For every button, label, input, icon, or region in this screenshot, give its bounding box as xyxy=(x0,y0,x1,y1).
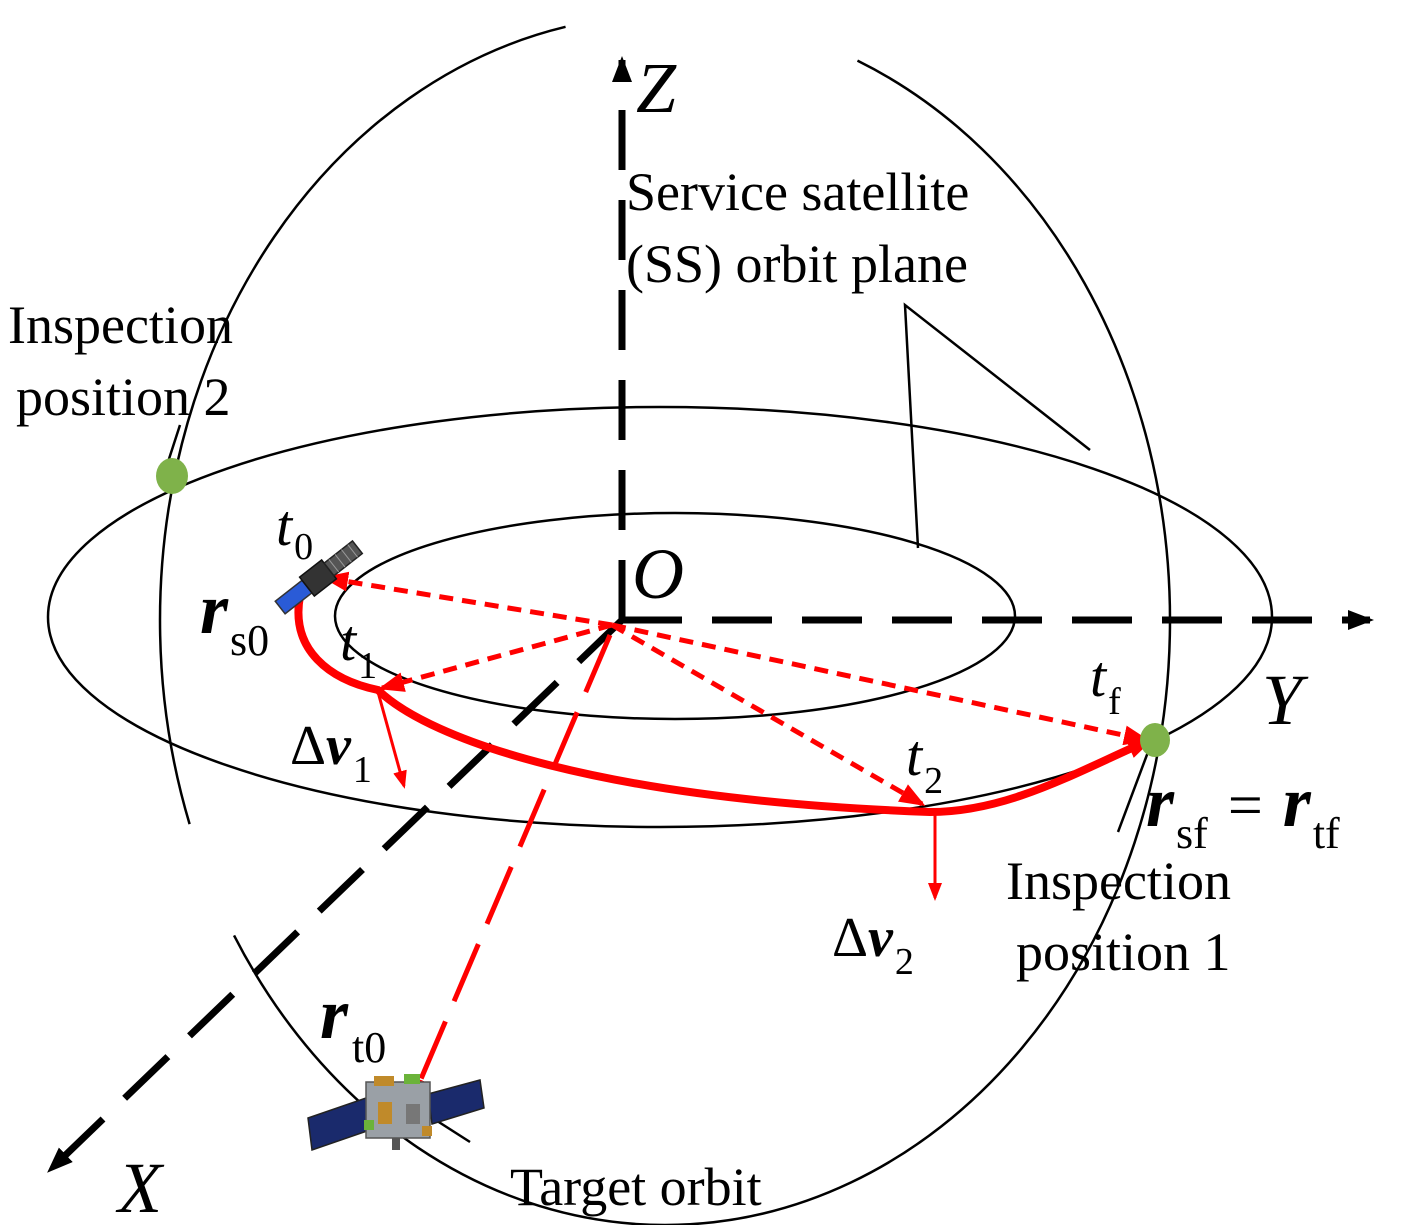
t0-label: t0 xyxy=(276,493,313,568)
ss-orbit-leader-line xyxy=(903,302,1091,549)
inspection-2-label-line2: position 2 xyxy=(16,367,231,427)
inspection-point-2 xyxy=(156,458,188,494)
rs0-label: rs0 xyxy=(200,569,269,665)
origin-label: O xyxy=(632,534,684,614)
inspection-2-label-line1: Inspection xyxy=(8,295,233,355)
rsf-rtf-label: rsf=rtf xyxy=(1146,762,1340,858)
t1-label: t1 xyxy=(340,608,377,687)
satellite-icon xyxy=(274,539,364,615)
tf-label: tf xyxy=(1090,644,1121,723)
delta-v1-arrow xyxy=(376,691,407,789)
vector-to-t2 xyxy=(610,622,926,807)
vector-to-t0 xyxy=(322,571,613,628)
target-satellite-icon xyxy=(307,1074,485,1152)
delta-v2-label: Δv2 xyxy=(832,907,914,983)
axis-y-label: Y xyxy=(1262,660,1309,740)
inner-orbit-ellipse xyxy=(333,511,1017,721)
ss-orbit-label-line1: Service satellite xyxy=(626,162,969,222)
axis-z-label: Z xyxy=(636,48,677,128)
rt0-label: rt0 xyxy=(320,974,386,1072)
insp2-leader-line xyxy=(166,424,182,463)
vector-to-t1 xyxy=(378,622,613,692)
inspection-1-label-line1: Inspection xyxy=(1006,851,1231,911)
t2-label: t2 xyxy=(906,723,943,802)
x-axis xyxy=(47,617,625,1173)
target-orbit-label: Target orbit xyxy=(510,1157,762,1217)
insp1-leader-line xyxy=(1116,751,1150,833)
ss-orbit-label-line2: (SS) orbit plane xyxy=(626,234,968,294)
inspection-1-label-line2: position 1 xyxy=(1016,922,1231,982)
inspection-point-1 xyxy=(1140,723,1170,757)
transfer-trajectory xyxy=(294,592,1154,817)
axis-x-label: X xyxy=(115,1148,165,1225)
vector-to-tf xyxy=(611,622,1150,746)
vector-to-target xyxy=(409,634,613,1104)
delta-v1-label: Δv1 xyxy=(290,715,372,791)
